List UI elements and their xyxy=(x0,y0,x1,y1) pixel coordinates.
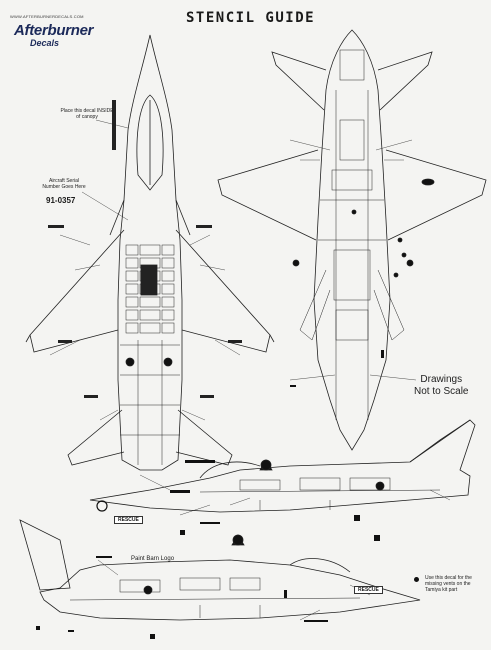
scale-note-line2: Not to Scale xyxy=(414,386,469,397)
top-view-drawing xyxy=(25,34,275,471)
rescue-label-upper: RESCUE xyxy=(114,516,143,524)
brand-logo-sub: Decals xyxy=(30,38,60,48)
side-view-left-drawing xyxy=(19,519,421,639)
logo-website: WWW.AFTERBURNERDECALS.COM xyxy=(10,14,84,19)
serial-number: 91-0357 xyxy=(46,196,76,205)
rescue-label-lower: RESCUE xyxy=(354,586,383,594)
vent-note: Use this decal for the missing vents on … xyxy=(425,575,472,593)
canopy-decal-note: Place this decal INSIDE of canopy xyxy=(60,108,114,120)
scale-note-line1: Drawings xyxy=(420,374,463,385)
paint-barn-logo-note: Paint Barn Logo xyxy=(131,556,175,562)
faint-background-text xyxy=(325,36,328,47)
vent-bullet-icon xyxy=(414,577,419,582)
serial-label-note: Aircraft Serial Number Goes Here xyxy=(42,178,86,190)
page-title: STENCIL GUIDE xyxy=(186,10,316,26)
scale-note: Drawings Not to Scale xyxy=(414,374,468,398)
side-view-right-drawing xyxy=(89,419,476,541)
brand-logo: Afterburner xyxy=(14,22,94,39)
bottom-view-drawing xyxy=(217,29,487,451)
